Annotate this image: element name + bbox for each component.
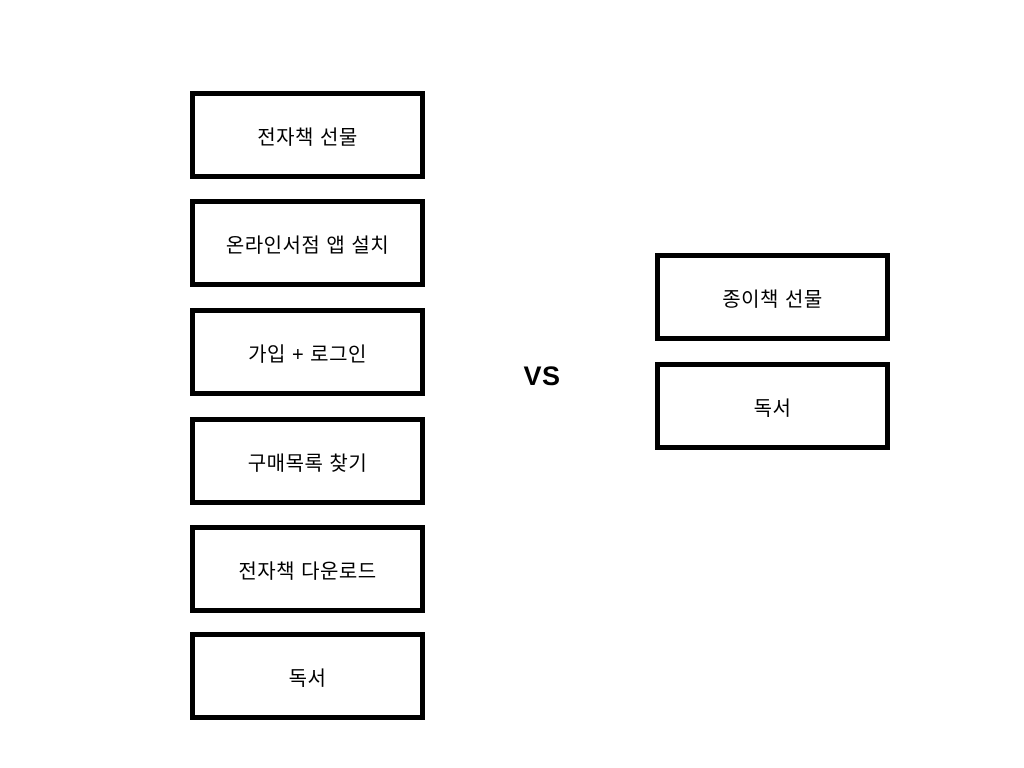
left-flow-step-1: 전자책 선물 xyxy=(190,91,425,179)
right-flow-step-1: 종이책 선물 xyxy=(655,253,890,341)
left-flow-step-2-label: 온라인서점 앱 설치 xyxy=(225,234,390,257)
vs-label: VS xyxy=(523,361,561,391)
left-flow-step-1-label: 전자책 선물 xyxy=(257,126,358,149)
right-flow-step-1-label: 종이책 선물 xyxy=(722,288,823,311)
right-flow-step-2-label: 독서 xyxy=(753,397,792,420)
left-flow-step-5: 전자책 다운로드 xyxy=(190,525,425,613)
right-flow-step-2: 독서 xyxy=(655,362,890,450)
left-flow-step-2: 온라인서점 앱 설치 xyxy=(190,199,425,287)
left-flow-step-3: 가입 + 로그인 xyxy=(190,308,425,396)
left-flow-step-5-label: 전자책 다운로드 xyxy=(238,560,377,583)
left-flow-step-6-label: 독서 xyxy=(288,667,327,690)
left-flow-step-3-label: 가입 + 로그인 xyxy=(248,343,367,366)
left-flow-step-6: 독서 xyxy=(190,632,425,720)
left-flow-step-4: 구매목록 찾기 xyxy=(190,417,425,505)
left-flow-step-4-label: 구매목록 찾기 xyxy=(247,452,368,475)
